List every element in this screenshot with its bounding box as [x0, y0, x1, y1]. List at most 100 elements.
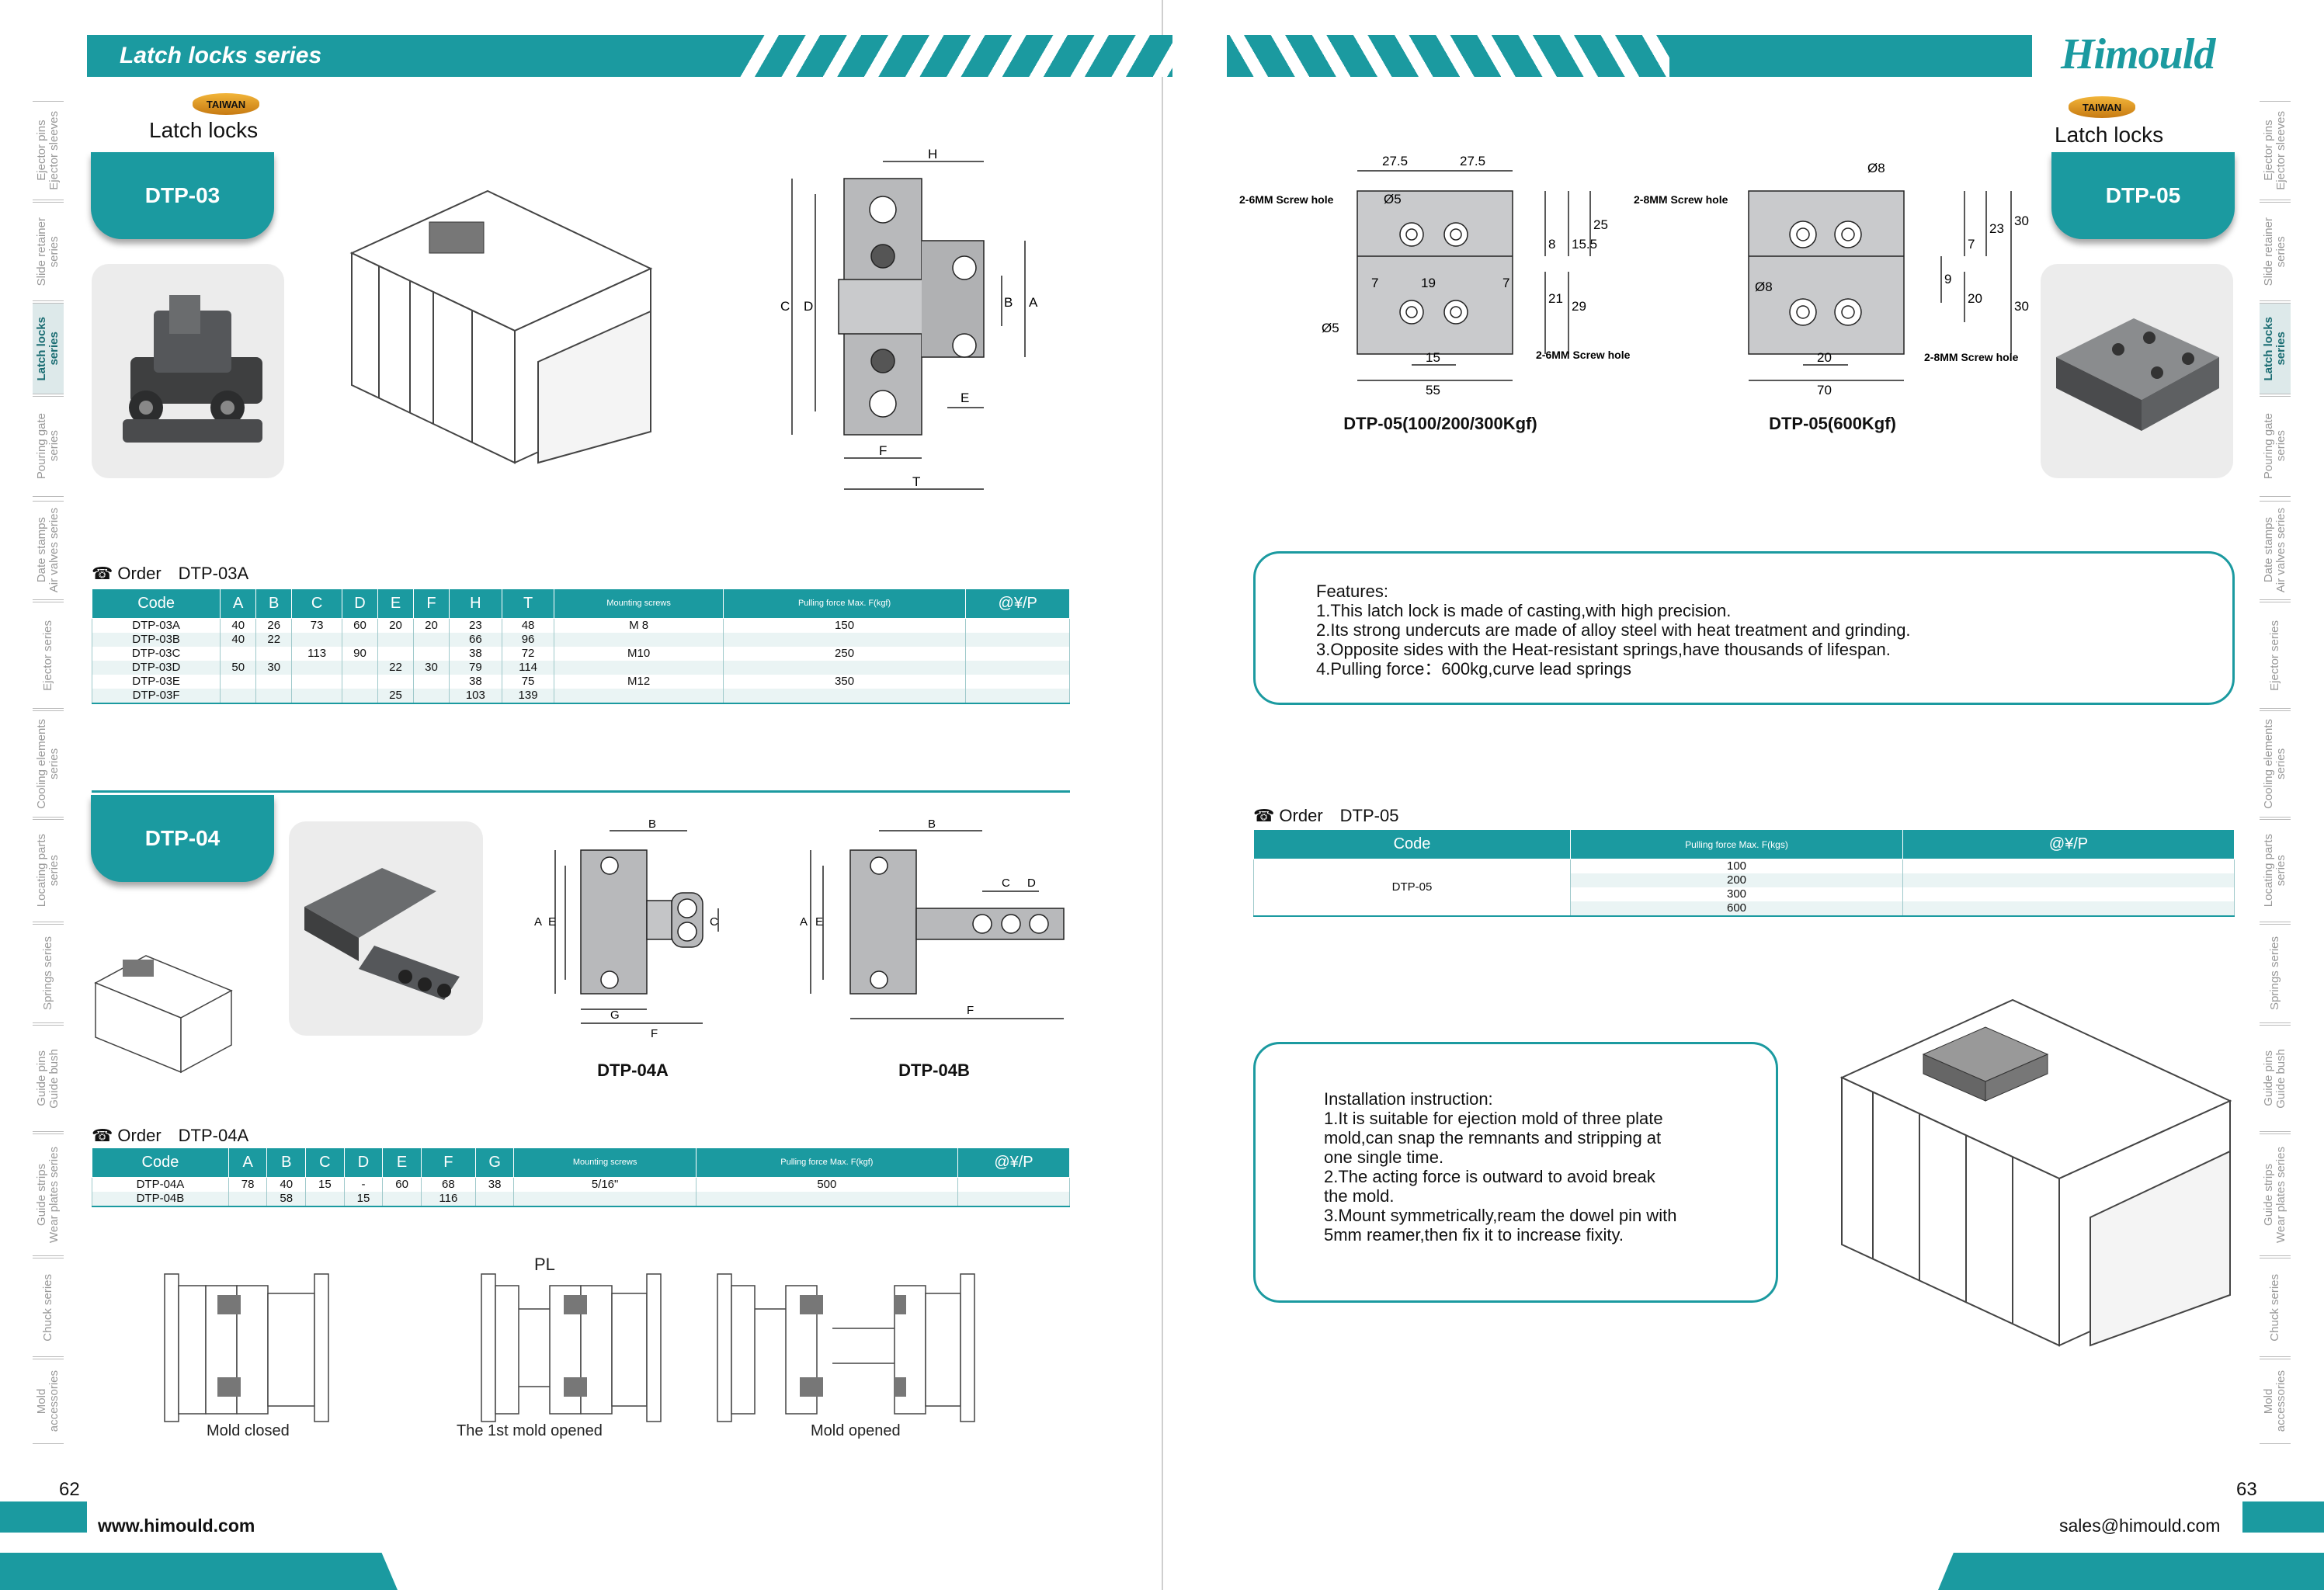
svg-text:27.5: 27.5: [1460, 154, 1485, 168]
side-tab-0[interactable]: Ejector pins Ejector sleeves: [33, 101, 64, 200]
footer-email[interactable]: sales@himould.com: [2059, 1515, 2221, 1536]
side-tab-label: Mold accessories: [2262, 1370, 2288, 1432]
dtp05-badge: DTP-05: [2051, 152, 2235, 239]
table-cell: 38: [449, 647, 502, 661]
svg-text:B: B: [648, 818, 656, 831]
side-tab-9[interactable]: Guide pins Guide bush: [2260, 1025, 2291, 1132]
side-tab-5[interactable]: Ejector series: [33, 602, 64, 709]
side-tab-7[interactable]: Locating parts series: [33, 819, 64, 922]
dtp05-code-cell: DTP-05: [1253, 859, 1571, 916]
svg-text:D: D: [804, 299, 813, 314]
col-0: Code: [92, 1147, 229, 1178]
side-tab-12[interactable]: Mold accessories: [33, 1359, 64, 1444]
svg-text:7: 7: [1371, 276, 1378, 290]
dtp05-table: Code Pulling force Max. F(kgs) @¥/P DTP-…: [1253, 829, 2235, 917]
dtp04-mold-iso: [94, 955, 233, 1074]
table-cell: 150: [722, 618, 967, 633]
table-cell: [255, 675, 293, 689]
table-cell: [413, 647, 450, 661]
svg-text:C: C: [1002, 877, 1010, 890]
table-cell: [965, 661, 1070, 675]
side-tab-6[interactable]: Cooling elements series: [2260, 710, 2291, 818]
table-cell: 48: [501, 618, 555, 633]
table-cell: 60: [342, 618, 379, 633]
side-tab-label: Chuck series: [2268, 1273, 2282, 1342]
install-title: Installation instruction:: [1324, 1089, 1493, 1109]
table-cell: M 8: [554, 618, 724, 633]
svg-text:B: B: [928, 818, 936, 831]
col-1: A: [228, 1147, 268, 1178]
side-tab-10[interactable]: Guide strips Wear plates series: [2260, 1133, 2291, 1256]
table-cell: 50: [220, 661, 257, 675]
side-tab-0[interactable]: Ejector pins Ejector sleeves: [2260, 101, 2291, 200]
svg-text:2-6MM Screw hole: 2-6MM Screw hole: [1239, 193, 1334, 206]
side-tab-9[interactable]: Guide pins Guide bush: [33, 1025, 64, 1132]
col-2: B: [266, 1147, 307, 1178]
side-tab-1[interactable]: Slide retainer series: [2260, 202, 2291, 301]
table-cell: 30: [413, 661, 450, 675]
table-cell: [382, 1192, 422, 1206]
svg-text:20: 20: [1968, 291, 1982, 306]
table-cell: [554, 633, 724, 647]
svg-text:7: 7: [1968, 237, 1975, 252]
svg-text:20: 20: [1817, 350, 1832, 365]
dtp05b-caption: DTP-05(600Kgf): [1769, 414, 1896, 433]
side-tab-label: Slide retainer series: [35, 217, 61, 286]
side-tab-1[interactable]: Slide retainer series: [33, 202, 64, 301]
col-9: Pulling force Max. F(kgf): [695, 1147, 958, 1178]
side-tab-11[interactable]: Chuck series: [33, 1258, 64, 1357]
side-tab-label: Date stamps Air valves series: [2262, 508, 2288, 593]
table-cell: [291, 633, 343, 647]
col-10: Pulling force Max. F(kgf): [722, 588, 967, 619]
side-tab-10[interactable]: Guide strips Wear plates series: [33, 1133, 64, 1256]
mold-closed-label: Mold closed: [207, 1422, 290, 1439]
table-cell: 15: [343, 1192, 384, 1206]
table-cell: DTP-03F: [91, 689, 221, 703]
svg-text:Ø5: Ø5: [1384, 192, 1402, 207]
svg-text:23: 23: [1989, 221, 2004, 236]
side-tab-2[interactable]: Latch locks series: [2260, 303, 2291, 394]
side-tab-4[interactable]: Date stamps Air valves series: [33, 501, 64, 600]
side-tab-5[interactable]: Ejector series: [2260, 602, 2291, 709]
table-cell: DTP-04A: [92, 1177, 229, 1192]
side-tab-11[interactable]: Chuck series: [2260, 1258, 2291, 1357]
table-cell: 30: [255, 661, 293, 675]
footer-website[interactable]: www.himould.com: [98, 1515, 255, 1536]
table-cell: [342, 661, 379, 675]
side-tab-8[interactable]: Springs series: [33, 924, 64, 1023]
svg-text:E: E: [815, 915, 823, 929]
svg-text:55: 55: [1426, 383, 1440, 398]
mold-first-open-drawing: [481, 1273, 662, 1422]
table-cell: [957, 1177, 1071, 1192]
col-pulling-force: Pulling force Max. F(kgs): [1570, 829, 1903, 859]
col-4: D: [343, 1147, 384, 1178]
svg-text:21: 21: [1548, 291, 1563, 306]
table-cell: 250: [722, 647, 967, 661]
side-tab-3[interactable]: Pouring gate series: [2260, 396, 2291, 497]
table-cell: [255, 689, 293, 703]
table-cell: 26: [255, 618, 293, 633]
side-tab-12[interactable]: Mold accessories: [2260, 1359, 2291, 1444]
side-tab-8[interactable]: Springs series: [2260, 924, 2291, 1023]
side-tab-label: Pouring gate series: [35, 413, 61, 480]
side-tab-6[interactable]: Cooling elements series: [33, 710, 64, 818]
side-tab-7[interactable]: Locating parts series: [2260, 819, 2291, 922]
mold-first-open-label: The 1st mold opened: [457, 1422, 603, 1439]
side-tab-2[interactable]: Latch locks series: [33, 303, 64, 394]
table-cell: [291, 675, 343, 689]
table-cell: 60: [382, 1177, 422, 1192]
side-tab-4[interactable]: Date stamps Air valves series: [2260, 501, 2291, 600]
side-tab-3[interactable]: Pouring gate series: [33, 396, 64, 497]
mold-closed-drawing: [164, 1273, 329, 1422]
side-tab-label: Ejector pins Ejector sleeves: [2262, 111, 2288, 190]
svg-text:19: 19: [1421, 276, 1436, 290]
table-cell: [965, 689, 1070, 703]
table-cell: 25: [377, 689, 415, 703]
feature-3: 3.Opposite sides with the Heat-resistant…: [1316, 640, 1891, 659]
